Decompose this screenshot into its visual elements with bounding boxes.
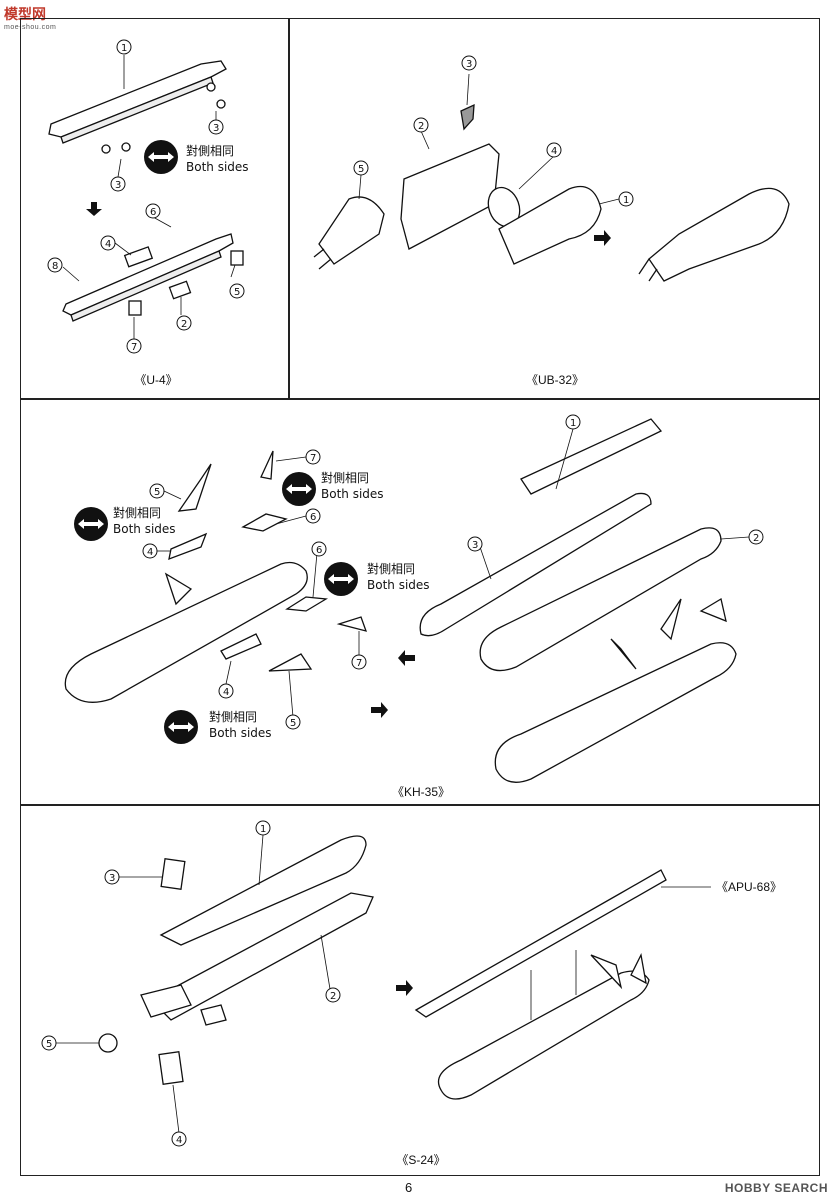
- kh35-label-1: 1: [570, 418, 576, 429]
- kh35-part-4b: [220, 633, 262, 660]
- kh35-drawing: 對側相同 Both sides 對側相同 Both sides 對側相同 Bot…: [64, 414, 764, 783]
- kh35-part-3: [419, 492, 652, 637]
- ub32-label-1: 1: [623, 195, 629, 206]
- kh35-part-4a: [168, 532, 208, 561]
- s24-part-2: [149, 892, 374, 1021]
- u4-label-3a: 3: [213, 123, 219, 134]
- panel-ub32: 5 2 3 4 1 《UB-32》: [288, 18, 820, 400]
- u4-pylon-top: [48, 60, 227, 138]
- u4-part-2: [168, 280, 192, 300]
- s24-label-2: 2: [330, 991, 336, 1002]
- kh35-both-sides-en-3: Both sides: [367, 578, 430, 592]
- kh35-part-1: [520, 418, 663, 495]
- u4-label-5: 5: [234, 287, 240, 298]
- s24-apu68-label: 《APU-68》: [716, 880, 782, 894]
- kh35-both-sides-en-2: Both sides: [321, 487, 384, 501]
- u4-drawing: 1 3 3 6 4 8 5 2 7 對側相同 Both sides: [47, 39, 249, 354]
- footer-watermark: HOBBY SEARCH: [724, 1181, 828, 1195]
- ub32-label-5: 5: [358, 164, 364, 175]
- kh35-label-6b: 6: [316, 545, 322, 556]
- s24-part-4: [158, 1051, 184, 1085]
- ub32-label-3: 3: [466, 59, 472, 70]
- s24-part-3: [160, 858, 186, 890]
- s24-drawing: 3 1 2 5 4 《APU-68》: [41, 820, 782, 1147]
- kh35-label-7a: 7: [310, 453, 316, 464]
- kh35-both-sides-zh-4: 對側相同: [209, 710, 257, 724]
- kh35-label-7b: 7: [356, 658, 362, 669]
- u4-both-sides-zh: 對側相同: [186, 144, 234, 158]
- kh35-missile-body: [64, 561, 308, 703]
- u4-label-4: 4: [105, 239, 111, 250]
- kh35-part-7a: [260, 450, 274, 480]
- u4-caption: 《U-4》: [134, 373, 178, 387]
- kh35-label-6a: 6: [310, 512, 316, 523]
- page-number: 6: [405, 1180, 413, 1195]
- kh35-part-5b: [268, 653, 313, 672]
- ub32-part-2: [400, 143, 500, 250]
- ub32-part-1: [498, 185, 602, 265]
- s24-part-1: [159, 835, 367, 946]
- s24-assembled-missile: [437, 970, 650, 1100]
- kh35-part-2: [479, 527, 722, 672]
- u4-label-8: 8: [52, 261, 58, 272]
- ub32-part-3: [460, 103, 475, 131]
- kh35-label-4a: 4: [147, 547, 153, 558]
- ub32-assembled: [648, 187, 790, 282]
- u4-label-7: 7: [131, 342, 137, 353]
- u4-part-4: [123, 246, 154, 268]
- kh35-label-4b: 4: [223, 687, 229, 698]
- kh35-label-5a: 5: [154, 487, 160, 498]
- kh35-both-sides-zh-3: 對側相同: [367, 562, 415, 576]
- kh35-part-6a: [241, 513, 288, 532]
- kh35-label-5b: 5: [290, 718, 296, 729]
- u4-label-6: 6: [150, 207, 156, 218]
- ub32-label-2: 2: [418, 121, 424, 132]
- ub32-label-4: 4: [551, 146, 557, 157]
- kh35-part-7b: [336, 616, 368, 632]
- u4-label-2: 2: [181, 319, 187, 330]
- kh35-both-sides-zh-2: 對側相同: [321, 471, 369, 485]
- watermark-url: moe-shou.com: [4, 24, 57, 31]
- u4-part-7: [128, 300, 142, 316]
- kh35-both-sides-en-1: Both sides: [113, 522, 176, 536]
- s24-part-5: [98, 1033, 118, 1053]
- s24-label-5: 5: [46, 1039, 52, 1050]
- panel-s24: 3 1 2 5 4 《APU-68》 《S-24》: [20, 804, 820, 1176]
- panel-kh35: 對側相同 Both sides 對側相同 Both sides 對側相同 Bot…: [20, 398, 820, 806]
- u4-label-3b: 3: [115, 180, 121, 191]
- s24-caption: 《S-24》: [396, 1153, 446, 1167]
- kh35-part-6b: [285, 596, 329, 612]
- kh35-caption: 《KH-35》: [391, 785, 450, 799]
- kh35-label-3: 3: [472, 540, 478, 551]
- ub32-part-5: [318, 196, 385, 265]
- u4-pylon-bottom: [62, 233, 234, 316]
- u4-both-sides-en: Both sides: [186, 160, 249, 174]
- kh35-label-2: 2: [753, 533, 759, 544]
- kh35-both-sides-en-4: Both sides: [209, 726, 272, 740]
- u4-label-1: 1: [121, 43, 127, 54]
- kh35-part-5a: [177, 463, 212, 512]
- panel-u4: 1 3 3 6 4 8 5 2 7 對側相同 Both sides 《U-4》: [20, 18, 290, 400]
- s24-label-1: 1: [260, 824, 266, 835]
- kh35-both-sides-zh-1: 對側相同: [113, 506, 161, 520]
- s24-apu68-rack: [414, 869, 667, 1018]
- u4-part-5: [230, 250, 244, 266]
- s24-tail-fins: [140, 984, 227, 1026]
- ub32-caption: 《UB-32》: [525, 373, 584, 387]
- ub32-drawing: 5 2 3 4 1: [313, 55, 790, 282]
- kh35-assembled: [494, 642, 737, 783]
- s24-label-3: 3: [109, 873, 115, 884]
- s24-label-4: 4: [176, 1135, 182, 1146]
